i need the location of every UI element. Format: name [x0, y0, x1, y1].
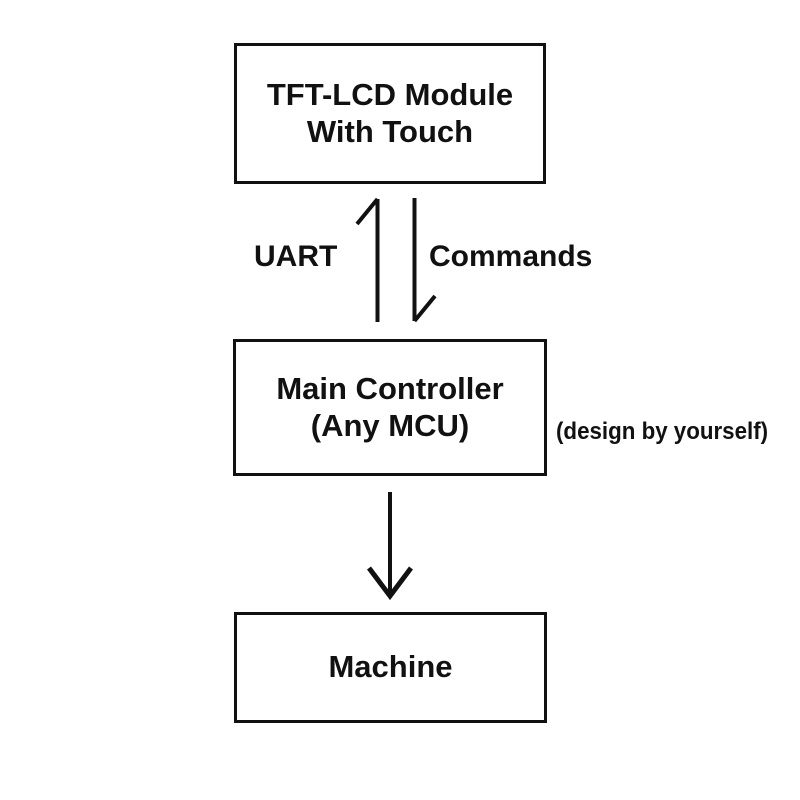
edge-label-commands: Commands — [429, 240, 593, 273]
node-machine[interactable]: Machine — [234, 612, 547, 723]
node-main-controller-line-1: Main Controller — [276, 370, 504, 406]
arrow-uart-up — [355, 197, 380, 322]
annotation-design-by-yourself: (design by yourself) — [556, 418, 769, 445]
node-tft-lcd-line-1: TFT-LCD Module — [266, 76, 514, 112]
arrow-control-down — [367, 492, 413, 601]
node-machine-line-1: Machine — [328, 649, 453, 685]
node-tft-lcd-line-2: With Touch — [306, 113, 474, 149]
node-tft-lcd-module[interactable]: TFT-LCD Module With Touch — [234, 43, 546, 184]
edge-label-uart: UART — [254, 240, 338, 273]
node-main-controller[interactable]: Main Controller (Any MCU) — [233, 339, 547, 476]
node-main-controller-line-2: (Any MCU) — [310, 407, 470, 443]
